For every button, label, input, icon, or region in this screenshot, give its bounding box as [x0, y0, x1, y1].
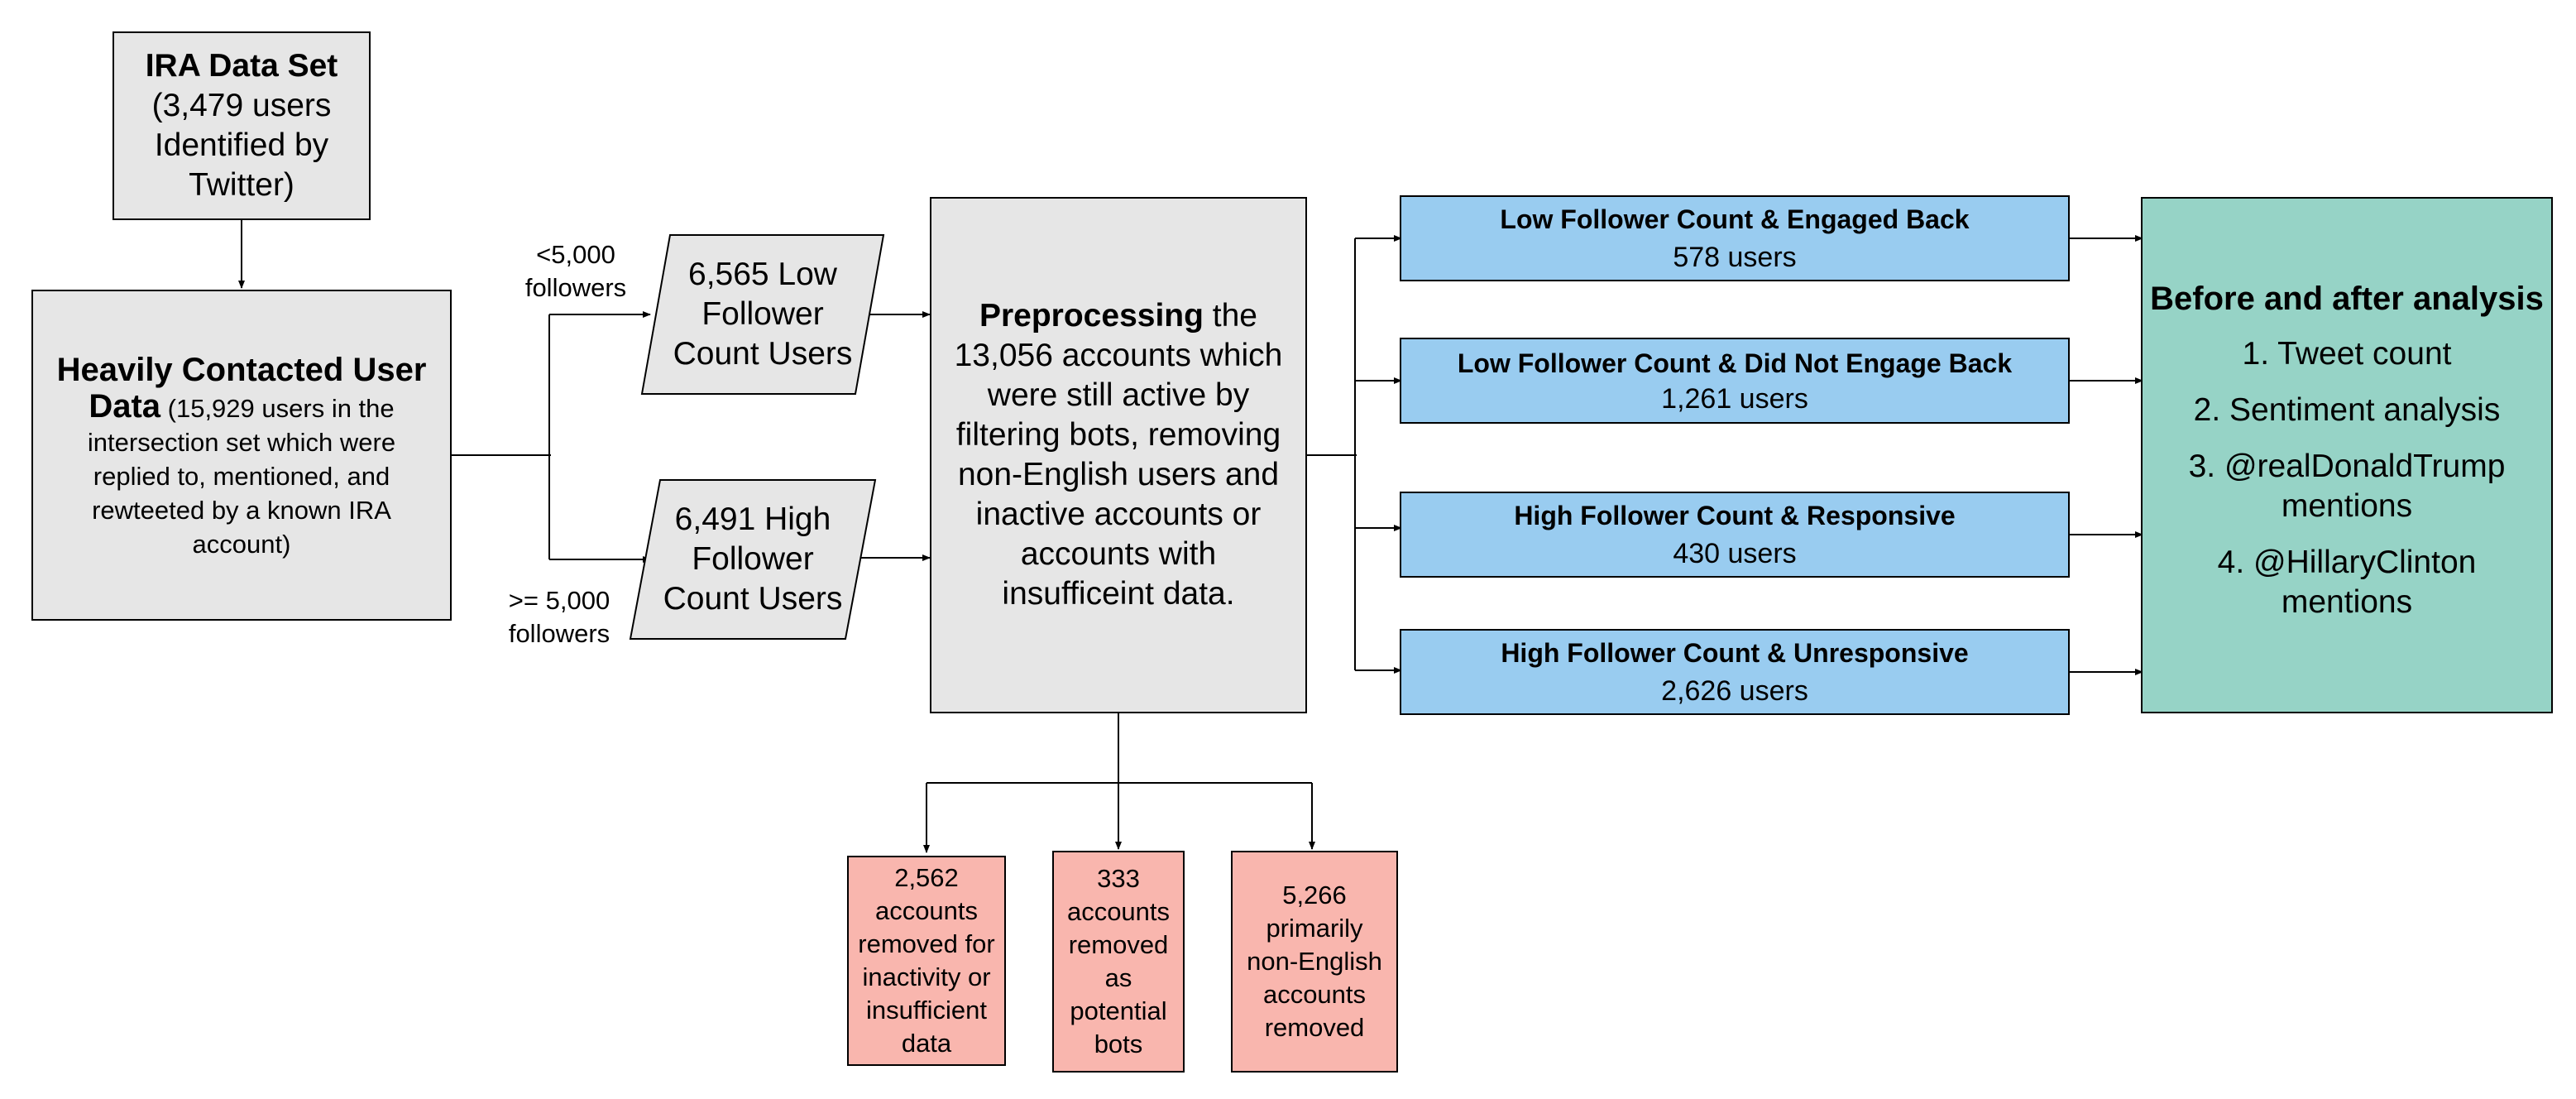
removed-line: removed	[1068, 930, 1169, 959]
removed-line: 5,266	[1282, 881, 1347, 909]
group-high-unresponsive-box: High Follower Count & Unresponsive 2,626…	[1400, 629, 2070, 715]
preprocess-line: accounts with	[1020, 536, 1217, 572]
heavy-detail-line: intersection set which were	[87, 427, 396, 457]
removed-line: as	[1104, 963, 1132, 992]
node-text: Count Users	[673, 336, 853, 372]
removed-line: removed	[1264, 1013, 1365, 1042]
preprocessing-box: Preprocessing the 13,056 accounts which …	[930, 197, 1307, 713]
node-text: 6,565 Low	[688, 257, 837, 292]
threshold-text: <5,000	[536, 240, 615, 269]
group-high-responsive-box: High Follower Count & Responsive 430 use…	[1400, 492, 2070, 578]
analysis-item: 2. Sentiment analysis	[2193, 392, 2501, 428]
heavy-detail-line: replied to, mentioned, and	[93, 461, 390, 491]
preprocess-line: were still active by	[987, 377, 1250, 413]
high-follower-threshold-label: >= 5,000 followers	[485, 584, 634, 650]
removed-line: bots	[1094, 1029, 1143, 1058]
analysis-item: 4. @HillaryClinton	[2217, 545, 2477, 580]
removed-line: inactivity or	[862, 962, 991, 991]
ira-line: Twitter)	[189, 167, 294, 203]
ira-line: (3,479 users	[151, 88, 332, 123]
heavy-title-word: Data	[89, 387, 161, 425]
analysis-title: Before and after analysis	[2150, 281, 2544, 317]
analysis-item: 3. @realDonaldTrump	[2188, 449, 2506, 484]
preprocess-line: insufficeint data.	[1002, 576, 1235, 612]
preprocess-line: non-English users and	[957, 457, 1280, 492]
analysis-item-cont: mentions	[2281, 488, 2413, 524]
preprocess-line-first: Preprocessing the	[979, 296, 1257, 336]
removed-line: insufficient	[866, 996, 987, 1025]
removed-line: accounts	[1262, 980, 1367, 1009]
parallelogram-shape	[629, 479, 877, 640]
group-title: Low Follower Count & Did Not Engage Back	[1457, 348, 2013, 378]
removed-line: accounts	[874, 896, 979, 925]
group-low-engaged-box: Low Follower Count & Engaged Back 578 us…	[1400, 195, 2070, 281]
removed-line: 2,562	[894, 863, 959, 892]
heavy-title: Heavily Contacted User	[56, 351, 427, 388]
analysis-item-cont: mentions	[2281, 584, 2413, 620]
removed-line: data	[901, 1029, 952, 1058]
group-count: 2,626 users	[1661, 674, 1808, 707]
node-text: Follower	[701, 296, 824, 332]
removed-non-english-box: 5,266 primarily non-English accounts rem…	[1231, 851, 1398, 1073]
ira-data-set-box: IRA Data Set (3,479 users Identified by …	[113, 31, 371, 220]
group-count: 1,261 users	[1661, 383, 1808, 415]
analysis-item: 1. Tweet count	[2242, 336, 2452, 372]
heavily-contacted-box: Heavily Contacted User Data (15,929 user…	[31, 290, 452, 621]
threshold-text: followers	[508, 619, 610, 648]
group-title: Low Follower Count & Engaged Back	[1500, 204, 1970, 234]
preprocess-line: 13,056 accounts which	[954, 338, 1283, 373]
preprocess-line: filtering bots, removing	[955, 417, 1281, 453]
node-text: Follower	[692, 541, 814, 577]
ira-line: Identified by	[154, 127, 329, 163]
removed-line: accounts	[1066, 897, 1171, 926]
high-follower-users-node: 6,491 High Follower Count Users	[629, 478, 877, 641]
heavy-detail-line: account)	[192, 529, 291, 559]
removed-line: primarily	[1266, 914, 1363, 943]
node-text: Count Users	[663, 581, 843, 617]
threshold-text: followers	[524, 273, 627, 302]
preprocess-first-rest: the	[1203, 298, 1257, 334]
group-low-not-engaged-box: Low Follower Count & Did Not Engage Back…	[1400, 338, 2070, 424]
low-follower-threshold-label: <5,000 followers	[501, 238, 650, 305]
group-count: 430 users	[1673, 537, 1797, 569]
before-after-analysis-box: Before and after analysis 1. Tweet count…	[2141, 197, 2553, 713]
removed-line: non-English	[1247, 947, 1382, 976]
removed-bots-box: 333 accounts removed as potential bots	[1052, 851, 1185, 1073]
preprocess-line: inactive accounts or	[975, 497, 1262, 532]
ira-title: IRA Data Set	[145, 48, 338, 84]
heavy-title-line2: Data (15,929 users in the	[89, 387, 395, 425]
removed-inactive-box: 2,562 accounts removed for inactivity or…	[847, 856, 1006, 1066]
group-count: 578 users	[1673, 241, 1797, 273]
removed-line: removed for	[858, 929, 995, 958]
removed-line: 333	[1097, 864, 1140, 893]
preprocess-bold: Preprocessing	[979, 298, 1204, 334]
node-text: 6,491 High	[674, 502, 831, 537]
heavy-detail-line: rewteeted by a known IRA	[92, 495, 391, 525]
group-title: High Follower Count & Unresponsive	[1501, 637, 1969, 668]
removed-line: potential	[1070, 996, 1167, 1025]
threshold-text: >= 5,000	[508, 586, 610, 615]
low-follower-users-node: 6,565 Low Follower Count Users	[640, 233, 885, 396]
parallelogram-shape	[640, 234, 885, 395]
heavy-detail-start: (15,929 users in the	[160, 393, 395, 423]
group-title: High Follower Count & Responsive	[1514, 500, 1956, 530]
